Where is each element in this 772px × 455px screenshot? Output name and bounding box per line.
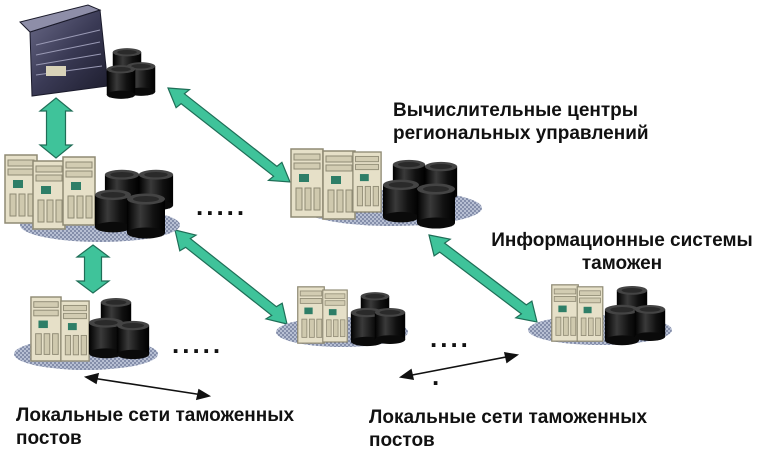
ellipsis-row3-extra: . (432, 361, 443, 391)
ellipsis-row3: .... (430, 323, 471, 353)
regional-centers-label-line1: Вычислительные центры (393, 100, 639, 121)
customs-systems-label-line1: Информационные системы (491, 230, 753, 251)
arrow-regional-center-to-customs-system (428, 234, 538, 323)
disk-icon (604, 304, 640, 346)
server-tower-icon (297, 286, 325, 344)
regional-server-left (4, 154, 180, 242)
server-tower-icon (30, 296, 62, 362)
disk-icon (417, 183, 455, 229)
disk-icon (634, 305, 666, 341)
thin-arrows (83, 352, 520, 401)
local-networks-right-label-line1: Локальные сети таможенных (369, 407, 648, 428)
mainframe-node (19, 4, 156, 99)
disk-icon (116, 320, 150, 360)
server-tower-icon (352, 151, 382, 213)
mainframe-top (19, 4, 102, 33)
link-arrows (38, 87, 538, 325)
local-post-left (14, 296, 158, 370)
local-networks-right-label-line2: постов (369, 430, 435, 451)
local-post-center (276, 286, 408, 347)
thin-arrowhead (398, 368, 415, 380)
server-tower-icon (290, 148, 324, 218)
disk-icon (94, 189, 132, 233)
thin-arrowhead (503, 352, 520, 364)
arrow-regional-server-to-center-post (174, 229, 288, 325)
mainframe-disk (106, 65, 136, 99)
customs-systems-label-line2: таможен (581, 253, 663, 274)
local-networks-left-label-line1: Локальные сети таможенных (16, 405, 295, 426)
disk-icon (127, 193, 165, 239)
thin-arrowhead (83, 372, 100, 385)
ellipsis-row1: ..... (196, 191, 248, 221)
thin-arrowhead (195, 388, 212, 401)
ellipsis-row2: ..... (172, 329, 224, 359)
regional-center-server (290, 148, 482, 229)
server-tower-icon (62, 156, 96, 226)
disk-icon (374, 308, 406, 344)
arrow-regional-server-to-local-post (75, 244, 111, 294)
arrow-mainframe-to-regional-center (167, 87, 291, 183)
arrow-mainframe-to-regional-server (38, 97, 74, 159)
regional-centers-label-line2: региональных управлений (393, 123, 649, 144)
server-tower-icon (322, 289, 348, 343)
disk-icon (382, 179, 420, 223)
server-tower-icon (32, 160, 66, 230)
server-tower-icon (576, 286, 604, 342)
server-tower-icon (551, 284, 579, 342)
customs-system-server (528, 284, 672, 346)
server-tower-icon (322, 150, 356, 220)
server-tower-icon (4, 154, 38, 224)
local-networks-left-label-line2: постов (16, 428, 82, 449)
server-tower-icon (60, 300, 90, 362)
